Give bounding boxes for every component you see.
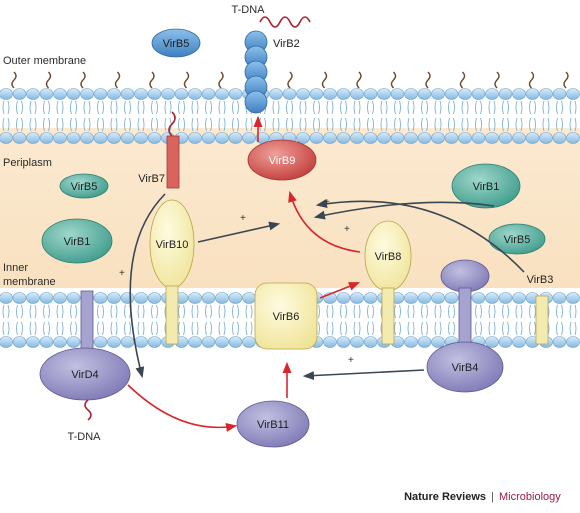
periplasm-label: Periplasm [3, 157, 52, 169]
outer-membrane-label: Outer membrane [3, 55, 86, 67]
virb5-right-label: VirB5 [504, 234, 531, 246]
tdna-bottom-label: T-DNA [68, 431, 102, 443]
arrow-virb7-to-virb11 [129, 193, 166, 379]
inner-membrane-label-line1: Inner [3, 262, 28, 274]
arrow-virb8-to-virb9 [288, 190, 361, 253]
arrow-virb1-to-virb9 [313, 201, 495, 220]
virb5-top-label: VirB5 [163, 38, 190, 50]
virb4-protein [426, 341, 504, 393]
plus-virb7: + [119, 268, 125, 279]
virb1-left-protein [41, 218, 113, 264]
virb7-anchor-strand [168, 111, 176, 137]
virb2-pilus [244, 30, 268, 114]
arrow-vird4-to-virb11 [127, 384, 238, 432]
tdna-top-label: T-DNA [232, 4, 266, 16]
virb9-protein [247, 139, 317, 181]
virb6-protein [254, 282, 318, 350]
plus-virb5: + [344, 224, 350, 235]
arrow-virb3-to-virb9 [315, 199, 525, 273]
tdna-bottom-strand [84, 399, 92, 421]
credit-publisher: Nature Reviews [404, 491, 486, 503]
virb3-protein [535, 295, 549, 345]
credit-journal: Microbiology [499, 491, 561, 503]
virb9-label: VirB9 [269, 155, 296, 167]
vird4-stalk [80, 290, 94, 350]
vird4-label: VirD4 [71, 369, 98, 381]
credit-separator: | [491, 491, 494, 503]
virb10-stalk [165, 285, 179, 345]
virb6-label: VirB6 [273, 311, 300, 323]
virb5-left-protein [59, 173, 109, 199]
virb11-label: VirB11 [257, 419, 289, 431]
virb8-label: VirB8 [375, 251, 402, 263]
plus-virb10: + [240, 213, 246, 224]
arrow-virb10-to-virb9 [197, 221, 281, 243]
virb3-label: VirB3 [527, 274, 554, 286]
virb5-right-protein [488, 223, 546, 255]
virb8-stalk [381, 287, 395, 345]
virb2-label: VirB2 [273, 38, 300, 50]
virb5-top-protein [151, 28, 201, 58]
virb4-stalk [458, 287, 472, 347]
outer-membrane [0, 71, 580, 144]
plus-virb1: + [324, 197, 330, 208]
virb7-protein [166, 135, 180, 189]
virb10-label: VirB10 [156, 239, 189, 251]
vird4-protein [39, 347, 131, 401]
virb1-left-label: VirB1 [64, 236, 91, 248]
virb4-label: VirB4 [452, 362, 479, 374]
arrow-virb4-to-virb6 [302, 369, 425, 381]
virb4-top-domain [440, 259, 490, 293]
virb1-right-protein [451, 163, 521, 209]
arrow-virb6-to-virb8 [319, 282, 361, 299]
virb5-left-label: VirB5 [71, 181, 98, 193]
tdna-top-strand [259, 16, 311, 28]
plus-virb4: + [348, 355, 354, 366]
virb7-label: VirB7 [138, 173, 165, 185]
inner-membrane-label-line2: membrane [3, 276, 56, 288]
virb1-right-label: VirB1 [473, 181, 500, 193]
